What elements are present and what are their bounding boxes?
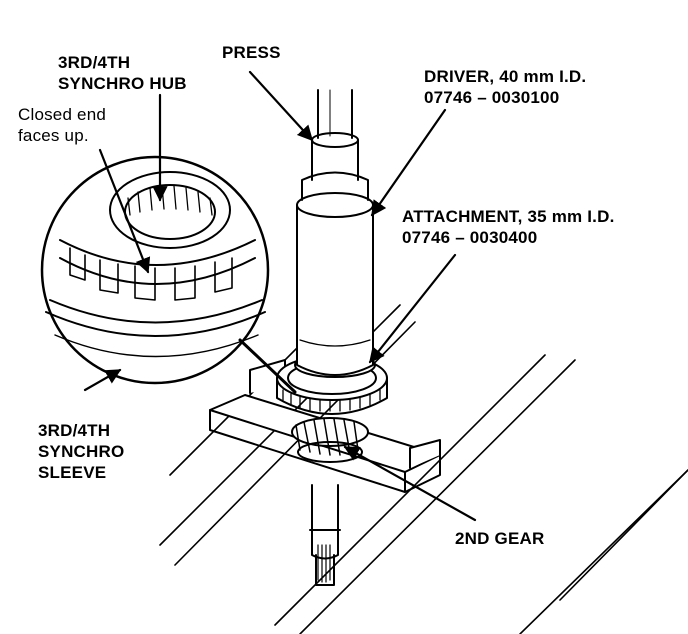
synchro-sleeve-label: 3RD/4TH SYNCHRO SLEEVE: [38, 421, 125, 482]
callout-arrows: [83, 70, 477, 522]
mainshaft: [309, 484, 341, 586]
driver-label: DRIVER, 40 mm I.D. 07746 – 0030100: [424, 67, 587, 107]
attachment-label: ATTACHMENT, 35 mm I.D. 07746 – 0030400: [402, 207, 615, 247]
detail-leader-line: [238, 338, 297, 394]
second-gear-label: 2ND GEAR: [455, 529, 545, 548]
closed-end-note: Closed end faces up.: [18, 105, 107, 145]
second-gear: [291, 417, 369, 463]
driver-tool: [294, 89, 376, 378]
synchro-hub-label: 3RD/4TH SYNCHRO HUB: [58, 53, 187, 93]
detail-magnifier: [40, 155, 270, 385]
bench-rails: [159, 304, 688, 634]
press-label: PRESS: [222, 43, 281, 62]
